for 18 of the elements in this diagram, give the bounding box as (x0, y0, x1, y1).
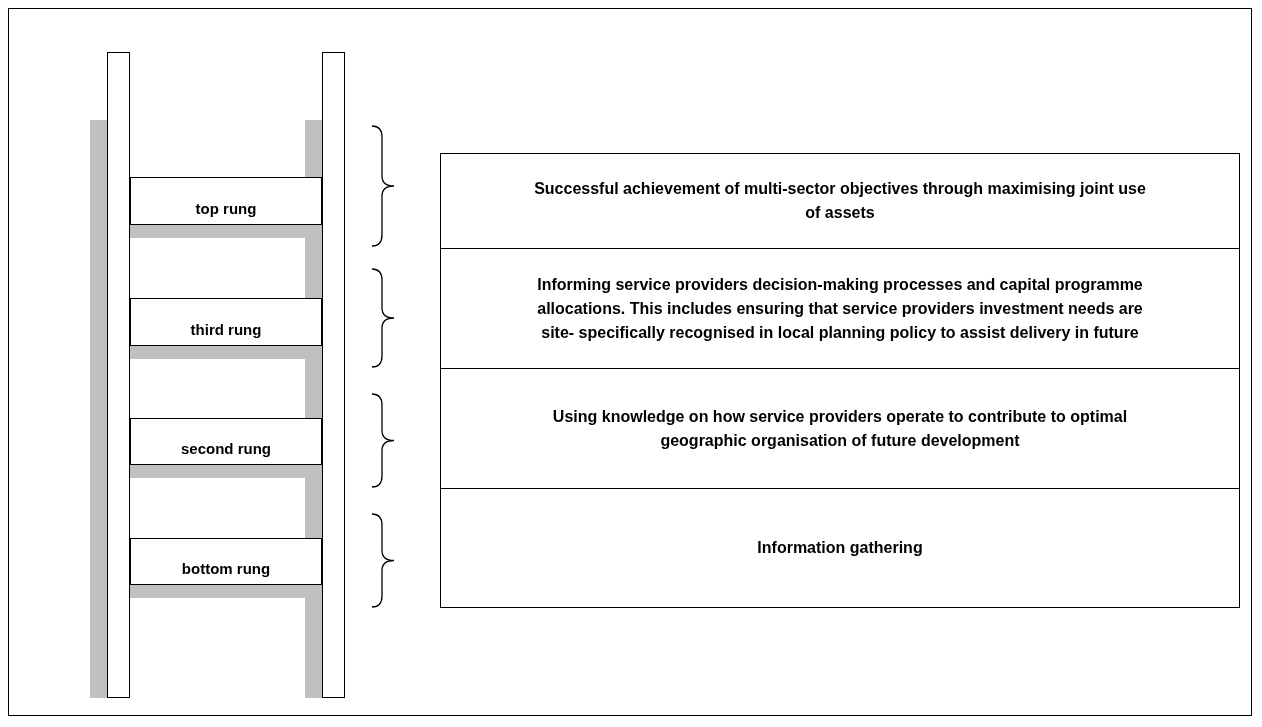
node-text: third rung (190, 321, 262, 338)
node-text: top rung (195, 200, 257, 217)
ladder-rail (107, 52, 130, 698)
ladder-rung (130, 298, 322, 346)
node-text: second rung (181, 440, 271, 457)
node-text: Information gathering (757, 538, 923, 558)
ladder-rung (130, 177, 322, 225)
description-box (440, 248, 1240, 369)
ladder-rung (130, 418, 322, 465)
description-box (440, 153, 1240, 249)
ladder-rung (130, 538, 322, 585)
description-box (440, 368, 1240, 489)
node-text: Using knowledge on how service providers operate to contribute to optimal geographic organisation of future development (551, 406, 1129, 451)
node-text: bottom rung (181, 560, 271, 577)
description-box (440, 488, 1240, 608)
node-text: Informing service providers decision-making processes and capital programme allocations. This includes ensuring that service providers investment needs are site- specifically recognised in local planning policy to assist delivery in future (536, 274, 1144, 343)
ladder-rail (322, 52, 345, 698)
node-text: Successful achievement of multi-sector objectives through maximising joint use of assets (533, 179, 1147, 223)
